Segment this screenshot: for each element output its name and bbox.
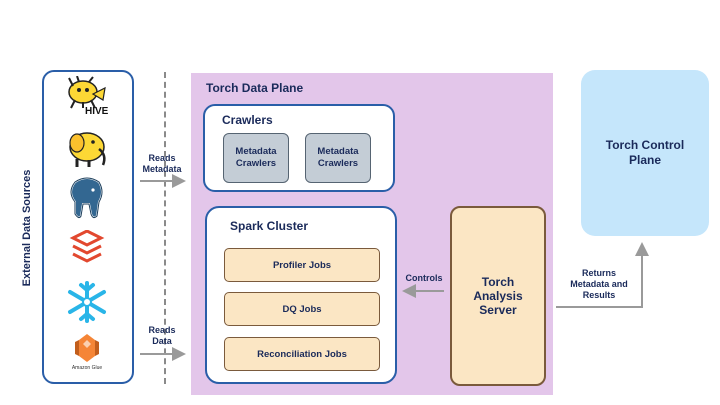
reconciliation-jobs: Reconciliation Jobs bbox=[224, 337, 380, 371]
crawler-1-line-2: Crawlers bbox=[235, 158, 277, 169]
crawler-2-line-2: Crawlers bbox=[317, 158, 359, 169]
snowflake-icon bbox=[63, 280, 111, 324]
databricks-icon bbox=[63, 229, 111, 274]
reads-metadata-line-2: Metadata bbox=[142, 164, 182, 174]
server-line-1: Torch bbox=[481, 275, 515, 289]
returns-arrow bbox=[556, 242, 649, 308]
server-line-3: Server bbox=[479, 303, 517, 317]
profiler-jobs: Profiler Jobs bbox=[224, 248, 380, 282]
torch-control-plane: Torch Control Plane bbox=[581, 70, 709, 236]
server-line-2: Analysis bbox=[473, 289, 523, 303]
reads-data-line-2: Data bbox=[152, 336, 172, 346]
controls-label: Controls bbox=[405, 273, 443, 283]
crawler-1-line-1: Metadata bbox=[235, 146, 277, 157]
external-sources-box bbox=[42, 70, 134, 384]
amazon-glue-text: Amazon Glue bbox=[71, 365, 103, 371]
crawlers-title: Crawlers bbox=[222, 113, 273, 127]
hive-icon: HIVE bbox=[63, 75, 111, 120]
returns-line-3: Results bbox=[582, 290, 616, 300]
hive-text: HIVE bbox=[85, 106, 109, 117]
amazon-glue-icon: Amazon Glue bbox=[63, 332, 111, 376]
data-plane-title: Torch Data Plane bbox=[206, 81, 304, 95]
hadoop-elephant-icon bbox=[63, 127, 111, 171]
returns-line-2: Metadata and bbox=[570, 279, 628, 289]
spark-cluster-title: Spark Cluster bbox=[230, 219, 309, 233]
reads-metadata-line-1: Reads bbox=[148, 153, 176, 163]
returns-line-1: Returns bbox=[581, 268, 616, 278]
reads-data-line-1: Reads bbox=[148, 325, 176, 335]
crawler-2-line-1: Metadata bbox=[317, 146, 359, 157]
dq-jobs: DQ Jobs bbox=[224, 292, 380, 326]
dashed-divider bbox=[164, 72, 166, 384]
postgresql-icon bbox=[63, 176, 111, 220]
